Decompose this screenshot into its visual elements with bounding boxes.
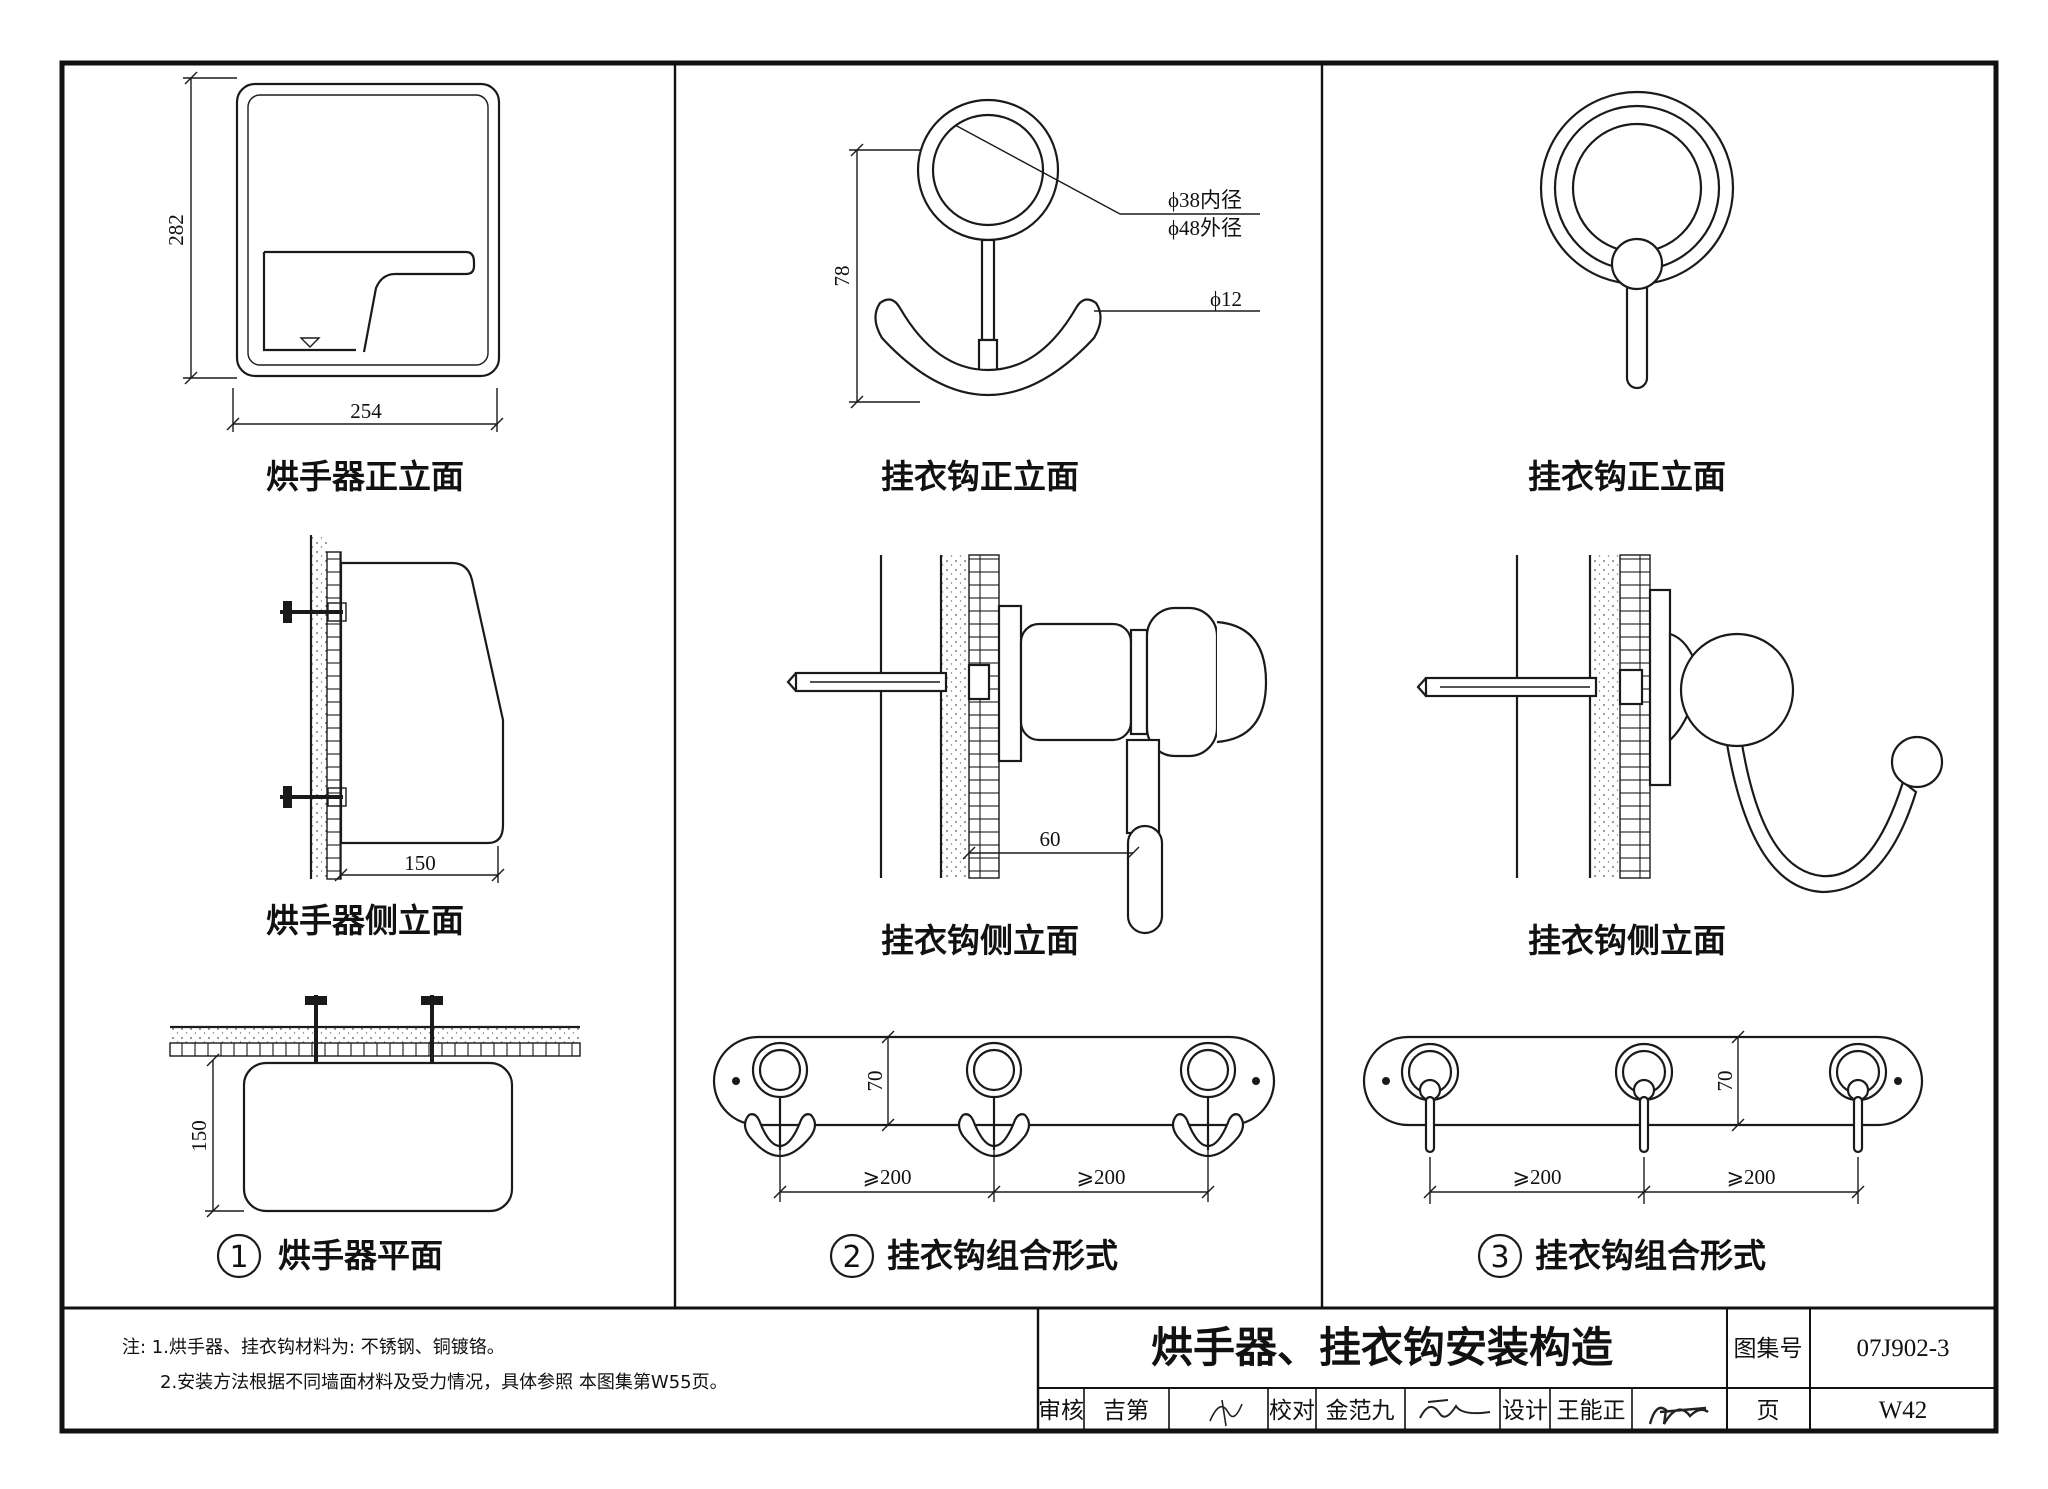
dim-bar-height-2: 70 (863, 1071, 887, 1092)
drawing-title: 烘手器、挂衣钩安装构造 (1151, 1323, 1613, 1372)
title-hook3-front: 挂衣钩正立面 (1528, 457, 1726, 496)
note-2: 2.安装方法根据不同墙面材料及受力情况，具体参照 本图集第W55页。 (160, 1372, 728, 1393)
review-label: 审核 (1038, 1398, 1084, 1424)
marker-3: 3 (1477, 1233, 1523, 1279)
dim-hook-height: 78 (830, 266, 854, 287)
hook3-side-elevation (1416, 554, 1944, 894)
dim-bar-height-3: 70 (1713, 1071, 1737, 1092)
title-hook3-side: 挂衣钩侧立面 (1528, 921, 1726, 960)
atlas-number: 07J902-3 (1856, 1335, 1949, 1362)
reviewer-name: 吉第 (1103, 1398, 1149, 1424)
dim-dryer-depth-side: 150 (404, 851, 436, 875)
dim-ring-inner: ϕ38内径 (1168, 188, 1242, 212)
marker-1: 1 (216, 1233, 262, 1279)
dryer-front-elevation (183, 71, 504, 432)
svg-text:3: 3 (1490, 1240, 1509, 1275)
title-hook2-side: 挂衣钩侧立面 (881, 921, 1079, 960)
dim-dryer-height: 282 (164, 214, 188, 246)
dim-spacing-3b: ⩾200 (1726, 1165, 1775, 1189)
dim-rod-dia: ϕ12 (1210, 287, 1242, 311)
title-dryer-side: 烘手器侧立面 (266, 901, 464, 940)
dim-spacing-2a: ⩾200 (862, 1165, 911, 1189)
dryer-plan (169, 995, 581, 1218)
title-block (1036, 1308, 1996, 1431)
svg-text:2: 2 (842, 1240, 861, 1275)
title-dryer-front: 烘手器正立面 (266, 457, 464, 496)
title-hook2-combo: 挂衣钩组合形式 (887, 1236, 1118, 1275)
title-dryer-plan: 烘手器平面 (278, 1236, 443, 1275)
svg-text:1: 1 (229, 1240, 248, 1275)
title-hook3-combo: 挂衣钩组合形式 (1535, 1236, 1766, 1275)
dryer-side-elevation (280, 535, 505, 883)
dim-dryer-depth-plan: 150 (187, 1120, 211, 1152)
design-label: 设计 (1502, 1398, 1548, 1424)
hook3-combination (1362, 1030, 1924, 1204)
page-number: W42 (1879, 1397, 1928, 1424)
marker-2: 2 (829, 1233, 875, 1279)
dim-ring-outer: ϕ48外径 (1168, 216, 1242, 240)
checker-name: 金范九 (1326, 1398, 1395, 1424)
outer-frame (59, 60, 1999, 1434)
designer-name: 王能正 (1557, 1398, 1626, 1424)
checker-signature (1419, 1399, 1491, 1419)
check-label: 校对 (1269, 1398, 1315, 1424)
page-label: 页 (1757, 1398, 1780, 1424)
hook2-front-elevation (849, 98, 1260, 409)
hook2-side-elevation (786, 554, 1268, 935)
title-hook2-front: 挂衣钩正立面 (881, 457, 1079, 496)
designer-signature (1648, 1406, 1709, 1425)
dim-hook-proj: 60 (1040, 827, 1061, 851)
dim-spacing-2b: ⩾200 (1076, 1165, 1125, 1189)
dim-spacing-3a: ⩾200 (1512, 1165, 1561, 1189)
atlas-label: 图集号 (1734, 1336, 1803, 1362)
hook3-front-elevation (1539, 90, 1735, 390)
hook2-combination (712, 1030, 1276, 1202)
note-1: 注: 1.烘手器、挂衣钩材料为: 不锈钢、铜镀铬。 (122, 1337, 505, 1358)
dim-dryer-width: 254 (350, 399, 382, 423)
reviewer-signature (1209, 1399, 1243, 1427)
